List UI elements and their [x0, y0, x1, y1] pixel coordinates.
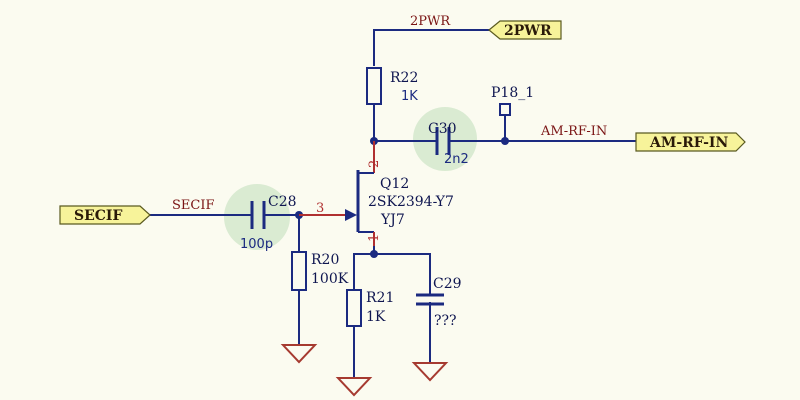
- q12-gate-arrow: [345, 209, 357, 221]
- q12-designator: Q12: [380, 176, 409, 192]
- ground-icon-c29: [411, 362, 449, 382]
- c29-designator: C29: [433, 276, 462, 292]
- port-am-rf-in[interactable]: AM-RF-IN: [635, 132, 746, 152]
- q12-part-number: 2SK2394-Y7: [368, 194, 454, 210]
- c30-highlight: [413, 107, 477, 171]
- p18-designator: P18_1: [491, 85, 534, 101]
- port-2pwr-label: 2PWR: [504, 23, 552, 39]
- r22-value: 1K: [401, 89, 418, 104]
- wire-2pwr: [373, 29, 491, 66]
- net-label-am-rf-in: AM-RF-IN: [540, 124, 607, 139]
- q12-marking: YJ7: [380, 212, 405, 228]
- resistor-r20[interactable]: R20 100K: [291, 251, 349, 291]
- c30-designator: C30: [428, 121, 457, 137]
- ground-icon-r21: [335, 377, 373, 397]
- c28-designator: C28: [268, 194, 297, 210]
- testpoint-p18[interactable]: P18_1: [491, 85, 534, 116]
- net-label-secif: SECIF: [172, 198, 215, 213]
- junction-source: [370, 250, 378, 258]
- capacitor-c28[interactable]: C28 100p: [240, 194, 297, 252]
- r21-designator: R21: [366, 290, 394, 306]
- capacitor-c29[interactable]: C29 ???: [416, 276, 462, 329]
- r22-designator: R22: [390, 70, 418, 86]
- port-2pwr[interactable]: 2PWR: [488, 20, 562, 40]
- q12-pin-3: 3: [316, 201, 324, 216]
- q12-pin-2: 2: [367, 160, 382, 168]
- q12-pin-1: 1: [367, 234, 382, 242]
- port-am-rf-in-label: AM-RF-IN: [649, 135, 728, 151]
- port-secif[interactable]: SECIF: [59, 205, 151, 225]
- r20-designator: R20: [311, 252, 339, 268]
- port-secif-label: SECIF: [74, 208, 122, 224]
- transistor-q12[interactable]: 2 3 1 Q12 2SK2394-Y7 YJ7: [299, 141, 454, 246]
- ground-icon-r20: [280, 344, 318, 364]
- c28-highlight: [224, 184, 290, 250]
- r21-value: 1K: [366, 309, 386, 325]
- c30-value: 2n2: [444, 152, 469, 167]
- junction-p18: [501, 137, 509, 145]
- resistor-r22[interactable]: R22 1K: [366, 67, 418, 105]
- r20-value: 100K: [311, 271, 349, 287]
- resistor-r21[interactable]: R21 1K: [346, 289, 394, 327]
- c29-value: ???: [434, 313, 457, 329]
- capacitor-c30[interactable]: C30 2n2: [428, 121, 469, 167]
- net-label-2pwr: 2PWR: [410, 14, 451, 29]
- wire-source-node: [353, 253, 431, 296]
- c28-value: 100p: [240, 237, 273, 252]
